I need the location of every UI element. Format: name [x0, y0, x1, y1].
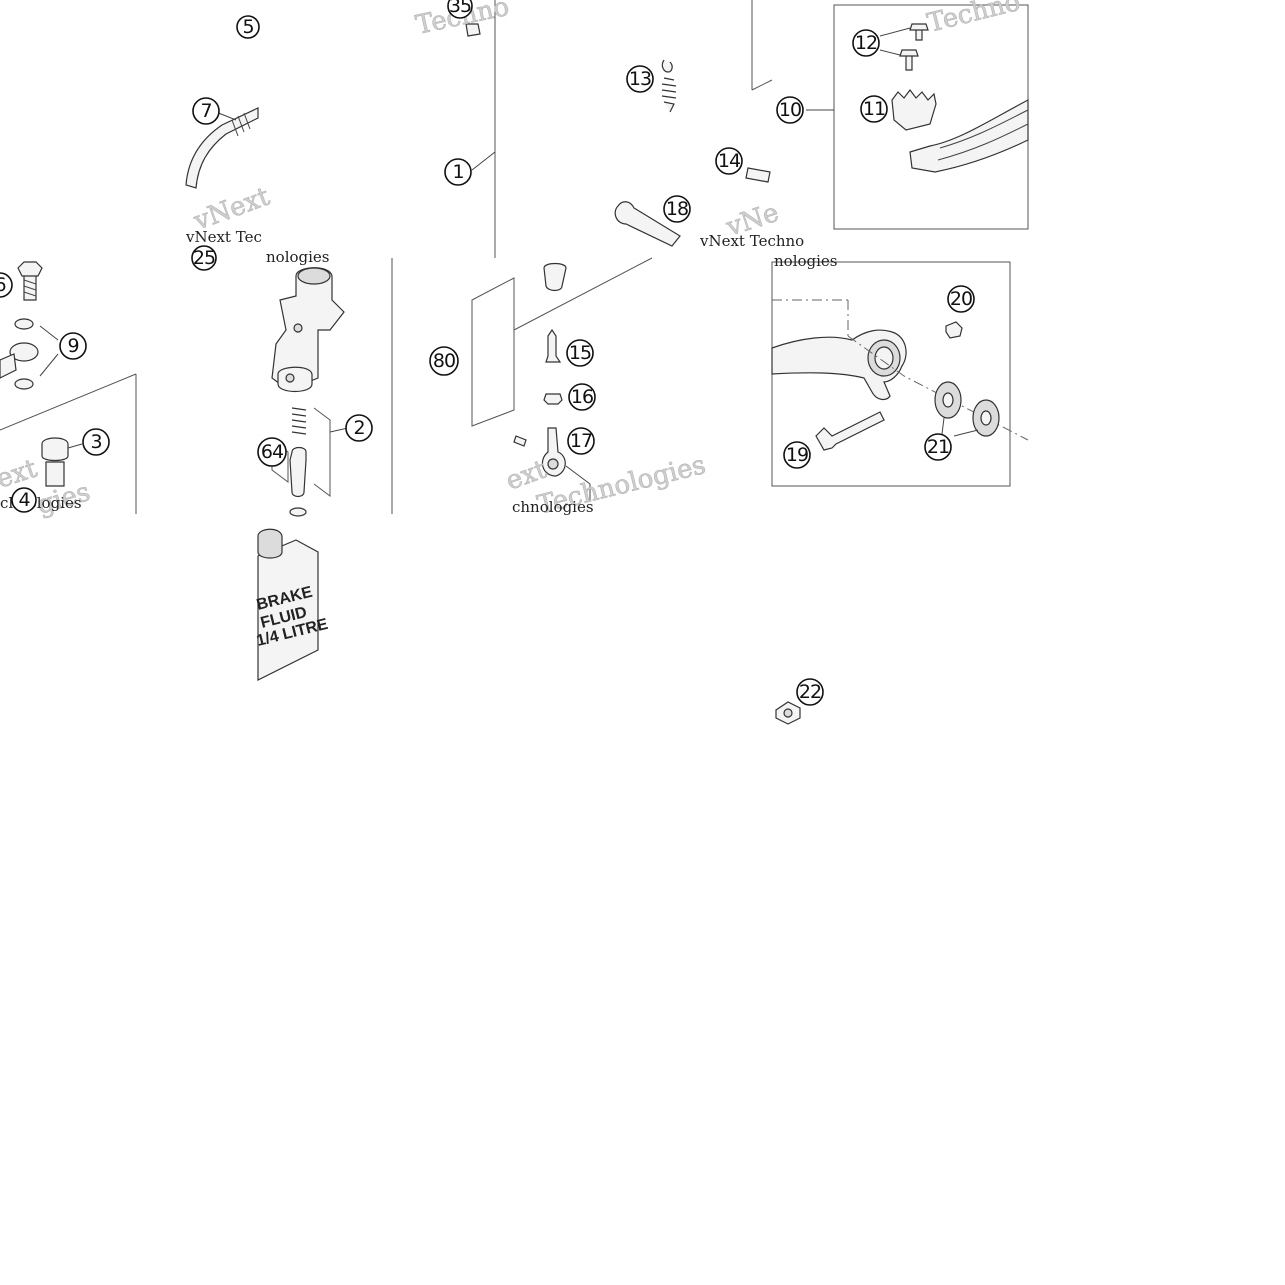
screw-12a [909, 23, 929, 41]
bolt-14 [745, 167, 771, 183]
svg-text:22: 22 [799, 681, 821, 703]
watermark: vNext Tec [185, 228, 262, 246]
watermark: nologies [774, 252, 838, 270]
callout-4: 4 [11, 487, 37, 513]
bottle-cap [257, 528, 283, 559]
callout-1: 1 [444, 158, 472, 186]
spring-2 [291, 407, 307, 435]
callout-11: 11 [860, 95, 888, 123]
callout-80: 80 [429, 346, 459, 376]
svg-text:4: 4 [18, 489, 30, 511]
piston-64 [289, 446, 307, 498]
svg-text:2: 2 [353, 417, 364, 439]
tile-master-cylinder-top: Techno vNe vNext Techno [413, 0, 804, 258]
tile-nut [775, 701, 801, 725]
callout-14: 14 [715, 147, 743, 175]
svg-text:17: 17 [570, 430, 592, 452]
callout-10: 10 [776, 96, 804, 124]
callout-18: 18 [663, 195, 691, 223]
callout-64: 64 [257, 437, 287, 467]
tile-banjo-fittings: ext gies chnologies [0, 261, 137, 521]
svg-text:15: 15 [569, 342, 591, 364]
tile-pedal-pivot: nologies [771, 252, 1029, 487]
watermark: nologies [266, 248, 330, 266]
callout-19: 19 [783, 441, 811, 469]
callout-5: 5 [236, 15, 260, 39]
svg-text:21: 21 [927, 436, 949, 458]
svg-text:5: 5 [242, 16, 253, 38]
tile-master-cylinder: nologies [266, 248, 393, 517]
brake-hose [185, 107, 259, 189]
svg-text:14: 14 [718, 150, 741, 172]
callout-21: 21 [924, 433, 952, 461]
svg-text:20: 20 [950, 288, 972, 310]
reservoir-cap-3 [41, 437, 69, 487]
bolt-19 [815, 411, 885, 451]
callout-6: 6 [0, 272, 13, 298]
svg-text:13: 13 [629, 68, 651, 90]
svg-text:19: 19 [786, 444, 808, 466]
svg-text:9: 9 [67, 335, 78, 357]
callout-25: 25 [191, 245, 217, 271]
svg-text:18: 18 [666, 198, 688, 220]
callout-35: 35 [447, 0, 473, 19]
callout-13: 13 [626, 65, 654, 93]
callout-20: 20 [947, 285, 975, 313]
svg-text:3: 3 [90, 431, 101, 453]
svg-text:35: 35 [449, 0, 471, 17]
callout-7: 7 [192, 97, 220, 125]
svg-text:10: 10 [779, 99, 801, 121]
tile-brake-fluid: BRAKE FLUID 1/4 LITRE [255, 528, 330, 681]
callout-17: 17 [567, 427, 595, 455]
svg-text:1: 1 [452, 161, 463, 183]
bushing-20 [945, 321, 963, 339]
svg-text:7: 7 [200, 100, 211, 122]
watermark: chnologies [512, 498, 594, 516]
svg-text:25: 25 [193, 247, 215, 269]
svg-text:12: 12 [855, 32, 877, 54]
nut-16 [543, 393, 563, 405]
svg-text:11: 11 [863, 98, 885, 120]
pin-18 [614, 201, 681, 247]
svg-text:80: 80 [433, 350, 455, 372]
brake-fluid-bottle [257, 539, 319, 681]
svg-text:6: 6 [0, 274, 6, 296]
callout-9: 9 [59, 332, 87, 360]
callout-3: 3 [82, 428, 110, 456]
bleeder-valve-15 [545, 328, 562, 363]
cap-washer [543, 262, 567, 292]
step-plate-11 [891, 89, 937, 131]
callout-15: 15 [566, 339, 594, 367]
callout-12: 12 [852, 29, 880, 57]
spring [661, 77, 677, 113]
tile-brake-line: vNext vNext Tec [185, 107, 274, 246]
screw-12b [899, 49, 919, 71]
watermark: Techno [924, 0, 1023, 39]
callout-22: 22 [796, 678, 824, 706]
svg-text:16: 16 [571, 386, 593, 408]
screw-35 [465, 23, 481, 37]
callout-16: 16 [568, 383, 596, 411]
pedal-lever [909, 99, 1029, 173]
svg-text:64: 64 [261, 441, 284, 463]
watermark: vNext Techno [699, 232, 804, 250]
callout-2: 2 [345, 414, 373, 442]
banjo-bolt [17, 261, 43, 301]
